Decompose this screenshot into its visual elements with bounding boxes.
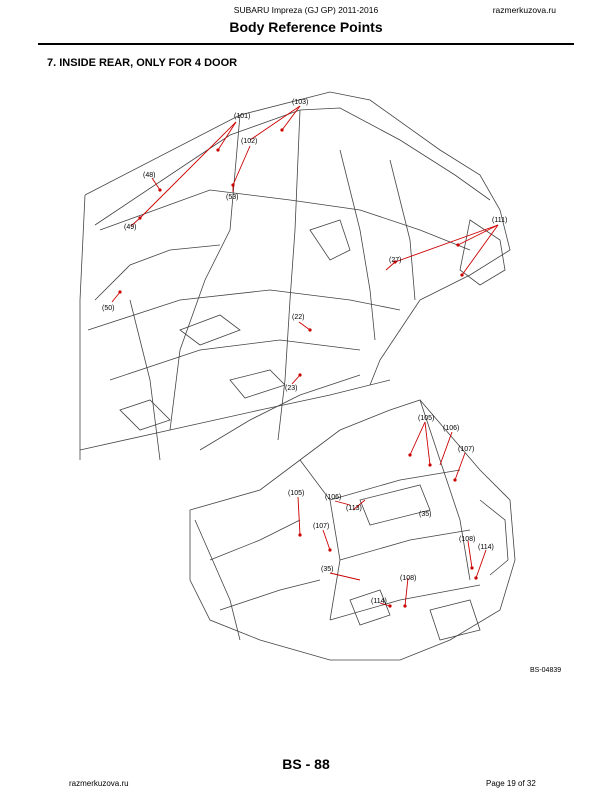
upper-body-drawing	[79, 91, 511, 461]
callout-108: (108)	[400, 575, 416, 582]
callout-27: (27)	[389, 257, 401, 264]
callout-49: (49)	[124, 224, 136, 231]
lower-body-drawing	[189, 399, 516, 661]
reference-point-markers	[118, 128, 478, 608]
site-link-header[interactable]: razmerkuzova.ru	[492, 5, 556, 15]
title-rule	[38, 43, 574, 45]
callout-103: (103)	[292, 99, 308, 106]
callout-23: (23)	[285, 385, 297, 392]
callout-114: (114)	[371, 598, 387, 605]
callout-102: (102)	[241, 138, 257, 145]
callout-22: (22)	[292, 314, 304, 321]
callout-35-upper: (35)	[419, 511, 431, 518]
section-heading: 7. INSIDE REAR, ONLY FOR 4 DOOR	[47, 57, 238, 69]
page-title: Body Reference Points	[229, 19, 383, 35]
callout-113: (113)	[346, 505, 362, 512]
callout-50: (50)	[102, 305, 114, 312]
callout-105-lower: (105)	[418, 415, 434, 422]
callout-labels: (101) (103) (102) (48) (53) (49) (50) (1…	[102, 99, 507, 605]
page-code: BS - 88	[282, 756, 330, 772]
callout-53: (53)	[226, 194, 238, 201]
leader-lines	[111, 105, 499, 607]
callout-101: (101)	[234, 113, 250, 120]
callout-114-right: (114)	[478, 544, 494, 551]
callout-107: (107)	[313, 523, 329, 530]
callout-108-right: (108)	[459, 536, 475, 543]
figure-code: BS-04839	[530, 667, 562, 674]
page-indicator: Page 19 of 32	[486, 779, 536, 788]
document-title: SUBARU Impreza (GJ GP) 2011-2016	[233, 5, 379, 15]
callout-106-lower: (106)	[443, 425, 459, 432]
callout-105: (105)	[288, 490, 304, 497]
callout-111: (111)	[492, 217, 507, 224]
callout-48: (48)	[143, 172, 155, 179]
callout-35: (35)	[321, 566, 333, 573]
site-link-footer[interactable]: razmerkuzova.ru	[69, 779, 129, 788]
callout-107-lower: (107)	[458, 446, 474, 453]
callout-106: (106)	[325, 494, 341, 501]
